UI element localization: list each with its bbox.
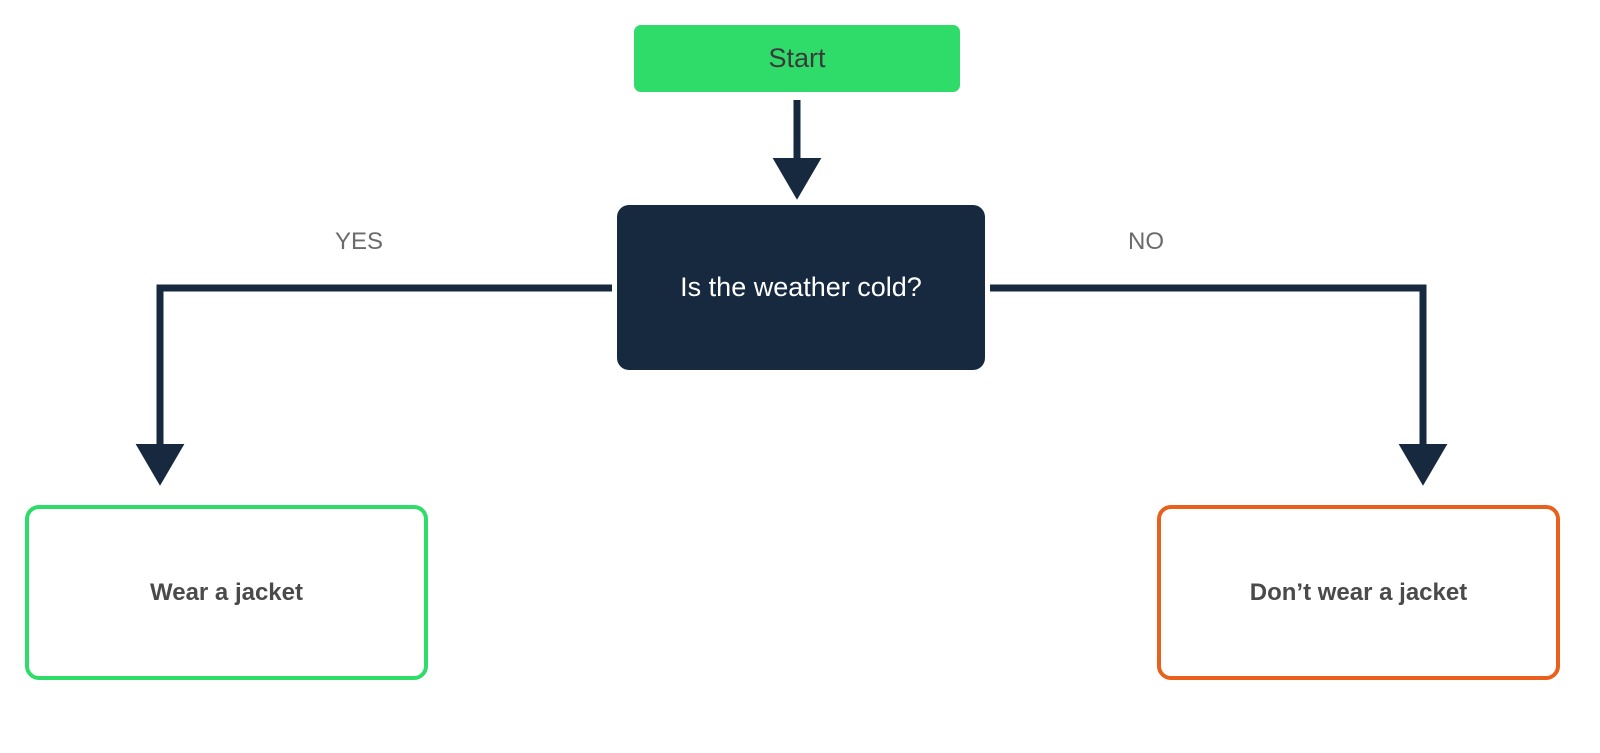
edge-label-no: NO (1128, 228, 1164, 255)
node-outcome-wear-jacket[interactable]: Wear a jacket (25, 505, 428, 680)
edge-label-yes: YES (335, 228, 384, 255)
node-outcome-dont-wear-jacket[interactable]: Don’t wear a jacket (1157, 505, 1560, 680)
edge-decision-to-yes (135, 284, 612, 486)
edge-decision-to-no (990, 284, 1448, 486)
node-start[interactable]: Start (634, 25, 960, 92)
node-decision-weather-cold[interactable]: Is the weather cold? (617, 205, 985, 370)
